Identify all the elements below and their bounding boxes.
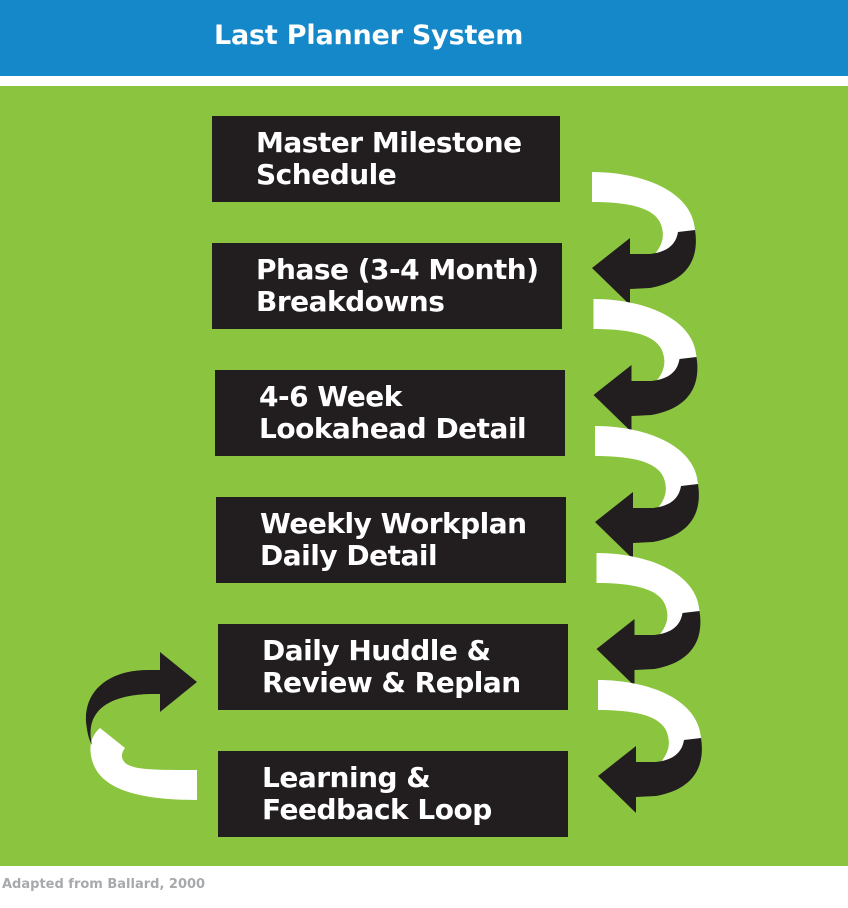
source-credit: Adapted from Ballard, 2000 (2, 877, 206, 892)
arrowhead (596, 611, 701, 686)
step-label-line2: Daily Detail (260, 539, 438, 572)
arrowhead (592, 230, 696, 305)
page-title: Last Planner System (214, 20, 524, 51)
step-label-line2: Schedule (256, 158, 397, 191)
spiral-arrow (598, 680, 702, 813)
spiral-arrow (593, 299, 698, 432)
step-label-line1: Weekly Workplan (260, 507, 527, 540)
arrowhead (593, 357, 698, 432)
arrowhead (595, 484, 699, 559)
step-label-line2: Feedback Loop (262, 793, 492, 826)
spiral-arrow (595, 426, 699, 559)
arrowhead (598, 738, 702, 813)
title-bar: Last Planner System (0, 0, 848, 76)
step-lookahead-detail: 4-6 Week Lookahead Detail (215, 370, 565, 456)
step-label-line1: Phase (3-4 Month) (256, 253, 539, 286)
step-phase-breakdowns: Phase (3-4 Month) Breakdowns (212, 243, 562, 329)
step-daily-huddle: Daily Huddle & Review & Replan (218, 624, 568, 710)
step-label-line1: Learning & (262, 761, 431, 794)
step-label-line1: Master Milestone (256, 126, 522, 159)
step-label-line1: 4-6 Week (259, 380, 402, 413)
step-label-line2: Lookahead Detail (259, 412, 527, 445)
loop-arrowhead (85, 652, 197, 745)
step-weekly-workplan: Weekly Workplan Daily Detail (216, 497, 566, 583)
step-master-milestone-schedule: Master Milestone Schedule (212, 116, 560, 202)
step-learning-feedback-loop: Learning & Feedback Loop (218, 751, 568, 837)
diagram-panel (0, 86, 848, 866)
spiral-arrow (592, 172, 696, 305)
step-label-line2: Breakdowns (256, 285, 445, 318)
spiral-arrow (596, 553, 701, 686)
feedback-loop-arrow (85, 652, 197, 800)
loop-ribbon-back (90, 728, 197, 800)
spiral-arrows (592, 172, 702, 813)
step-label-line2: Review & Replan (262, 666, 521, 699)
step-label-line1: Daily Huddle & (262, 634, 491, 667)
